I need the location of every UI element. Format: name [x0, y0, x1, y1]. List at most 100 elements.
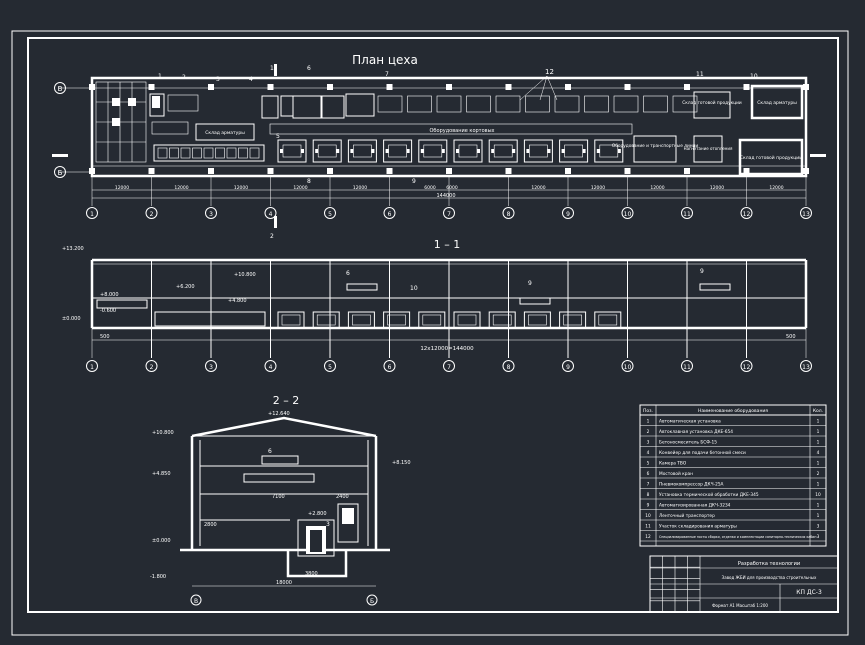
sec2-elev-6: -1.800: [150, 574, 166, 580]
spec-row-name: Автоматизированная ДКЧ-3234: [659, 502, 731, 508]
spec-row-name: Ленточный транспортер: [659, 512, 715, 519]
callout-1: 1: [158, 73, 162, 80]
section-2-title: 2 – 2: [273, 394, 300, 407]
tb-code: КП ДС-3: [796, 589, 822, 596]
treatment-chamber: [347, 139, 377, 163]
title-block: Разработка технологии Завод ЖБИ для прои…: [649, 555, 839, 613]
plan-axis-bubble: [621, 207, 634, 219]
plan-total-dim: 144000: [436, 193, 455, 199]
right-room-a-label: Склад готовой продукции: [682, 99, 742, 106]
axis-label-v: В: [58, 85, 63, 93]
sec2-dim-0: 7100: [272, 494, 285, 500]
sec1-elev-0: +13.200: [62, 246, 84, 252]
sec1-dim-left: 500: [100, 334, 110, 340]
outer-border: [11, 30, 849, 636]
plan-bay-dim: 12000: [531, 185, 545, 191]
plan-mid-dim: 6000: [424, 185, 436, 191]
plan-bay-dim: 12000: [234, 185, 248, 191]
sec1-axis-label: 9: [566, 364, 570, 371]
small-box-label: Нагнетание отопления: [684, 146, 733, 151]
spec-row-pos: 4: [647, 450, 650, 456]
sec1-axis-bubble: [443, 360, 455, 372]
plan-axis-bubble: [86, 207, 98, 219]
treatment-chamber: [523, 139, 553, 163]
spec-row-qty: 1: [817, 513, 820, 519]
plan-axis-bubble: [205, 207, 217, 219]
spec-row-name: Автоматическая установка: [659, 418, 721, 424]
sec1-chamber: [453, 311, 481, 329]
sec1-axis-label: 3: [209, 364, 213, 371]
spec-row-pos: 7: [647, 481, 650, 487]
plan-axis-label: 9: [566, 211, 570, 218]
spec-row-name: Пневмокомпрессор ДКЧ-25А: [659, 481, 724, 487]
sec1-axis-bubble: [145, 360, 158, 372]
plan-bay-dim: 12000: [591, 185, 605, 191]
spec-row-name: Конвейер для подачи бетонной смеси: [659, 449, 746, 456]
sec1-callout-10: 10: [410, 285, 418, 292]
treatment-chamber: [383, 139, 413, 163]
sec1-axis-label: 7: [447, 364, 451, 371]
sec1-callout-6: 6: [346, 270, 350, 277]
pit-zone-label: Склад арматуры: [205, 130, 245, 136]
sec2-elev-3: +4.850: [152, 471, 171, 477]
spec-row-qty: 10: [815, 492, 821, 498]
right-room-1-label: Склад арматуры: [757, 100, 797, 106]
treatment-chamber: [277, 139, 307, 163]
sec2-elev-1: +10.800: [152, 430, 174, 436]
plan-room-center: [345, 93, 375, 117]
treatment-chamber: [488, 139, 518, 163]
spec-row-pos: 12: [645, 534, 651, 540]
sec1-chamber: [347, 311, 375, 329]
treatment-chamber: [312, 139, 342, 163]
spec-row-name: Камера ТВО: [659, 460, 687, 466]
plan-axis-label: 2: [150, 211, 154, 218]
small-box: [693, 135, 723, 163]
spec-row-qty: 4: [817, 450, 820, 456]
right-room-2: [738, 138, 804, 176]
sec2-elev-0: +12.640: [268, 411, 290, 417]
sec2-axis-v: В: [194, 598, 198, 605]
plan-bay-dim: 12000: [115, 185, 129, 191]
callout-12: 12: [545, 68, 554, 76]
spec-row-name: Участок складирования арматуры: [659, 523, 737, 529]
spec-row-pos: 1: [647, 418, 650, 424]
plan-equipment-1: [149, 93, 165, 117]
sec2-axis-b: Б: [370, 598, 374, 605]
sec1-axis-label: 6: [388, 364, 392, 371]
sec1-axis-label: 2: [150, 364, 154, 371]
sec1-elev-4: +4.800: [228, 298, 247, 304]
tb-drawing: Разработка технологии: [738, 561, 800, 567]
callout-4: 4: [249, 76, 253, 83]
plan-axis-bubble: [383, 207, 396, 219]
plan-bay-dim: 12000: [769, 185, 783, 191]
sec1-axis-label: 11: [683, 364, 691, 371]
plan-axis-label: 5: [328, 211, 332, 218]
spec-row-pos: 8: [647, 492, 650, 498]
plan-axis-label: 12: [743, 211, 751, 218]
spec-row-qty: 3: [817, 523, 820, 529]
spec-row-pos: 2: [647, 429, 650, 435]
callout-11: 11: [696, 71, 704, 78]
sec1-elev-2: +10.800: [234, 272, 256, 278]
sec1-axis-bubble: [205, 360, 217, 372]
spec-row-name: Установка термической обработки ДКЕ-345: [659, 491, 759, 498]
sec1-axis-bubble: [740, 360, 753, 372]
sec1-chamber: [312, 311, 340, 329]
axis-bubble-b: [54, 166, 66, 178]
plan-axis-label: 11: [683, 211, 691, 218]
spec-row-name: Автоклавная установка ДКЕ-654: [659, 429, 733, 435]
sec2-callout-6: 6: [268, 448, 272, 455]
sec1-dim-right: 500: [786, 334, 796, 340]
sec1-callout-9b: 9: [700, 268, 704, 275]
spec-row-qty: 1: [817, 481, 820, 487]
plan-axis-bubble: [681, 207, 693, 219]
sec1-total: 12х12000=144000: [420, 346, 474, 352]
sec1-axis-bubble: [562, 360, 574, 372]
sec1-callout-9a: 9: [528, 280, 532, 287]
plan-axis-label: 4: [269, 211, 273, 218]
